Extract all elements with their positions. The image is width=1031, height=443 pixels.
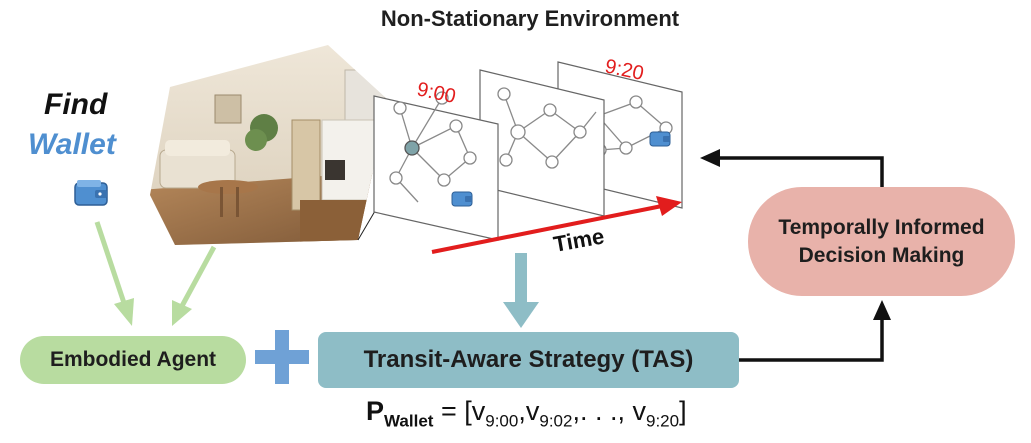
env-to-tas-arrow <box>515 253 527 303</box>
graph-frame-2 <box>479 69 605 217</box>
formula-sep1: , <box>518 396 526 426</box>
wallet-icon <box>451 191 473 207</box>
wallet-icon <box>649 131 671 147</box>
formula: PWallet = [v9:00,v9:02,. . ., v9:20] <box>366 396 687 431</box>
decision-label: Temporally Informed Decision Making <box>778 215 985 267</box>
wallet-icon <box>74 180 108 206</box>
task-to-agent-arrow <box>94 221 128 307</box>
embodied-agent-box: Embodied Agent <box>20 336 246 384</box>
task-verb: Find <box>44 88 108 121</box>
graph-frame-1 <box>373 91 499 241</box>
decision-to-env-line <box>718 156 884 187</box>
tas-label: Transit-Aware Strategy (TAS) <box>363 346 694 373</box>
embodied-agent-label: Embodied Agent <box>49 348 217 371</box>
formula-v1: v <box>471 396 486 426</box>
time-arrow <box>431 204 663 254</box>
time-arrowhead <box>656 196 682 216</box>
photo-to-agent-arrow <box>179 245 217 308</box>
formula-v2-sub: 9:02 <box>539 411 573 431</box>
formula-v3-sub: 9:20 <box>645 411 680 431</box>
task-object: Wallet <box>28 128 116 161</box>
formula-v2: v <box>525 396 540 426</box>
formula-sep2: ,. . ., <box>572 396 625 426</box>
formula-symbol: P <box>366 396 385 426</box>
formula-symbol-sub: Wallet <box>384 411 434 431</box>
diagram-title: Non-Stationary Environment <box>380 6 680 31</box>
tas-box: Transit-Aware Strategy (TAS) <box>318 332 739 388</box>
frame-time-start: 9:00 <box>415 78 458 108</box>
tas-to-decision-line <box>739 318 884 362</box>
decision-box: Temporally Informed Decision Making <box>748 187 1015 296</box>
formula-close: ] <box>679 396 687 426</box>
formula-v1-sub: 9:00 <box>485 411 519 431</box>
formula-v3: v <box>632 396 646 426</box>
room-photo <box>150 45 388 245</box>
plus-icon <box>255 330 309 384</box>
formula-equals: = [ <box>440 396 472 426</box>
